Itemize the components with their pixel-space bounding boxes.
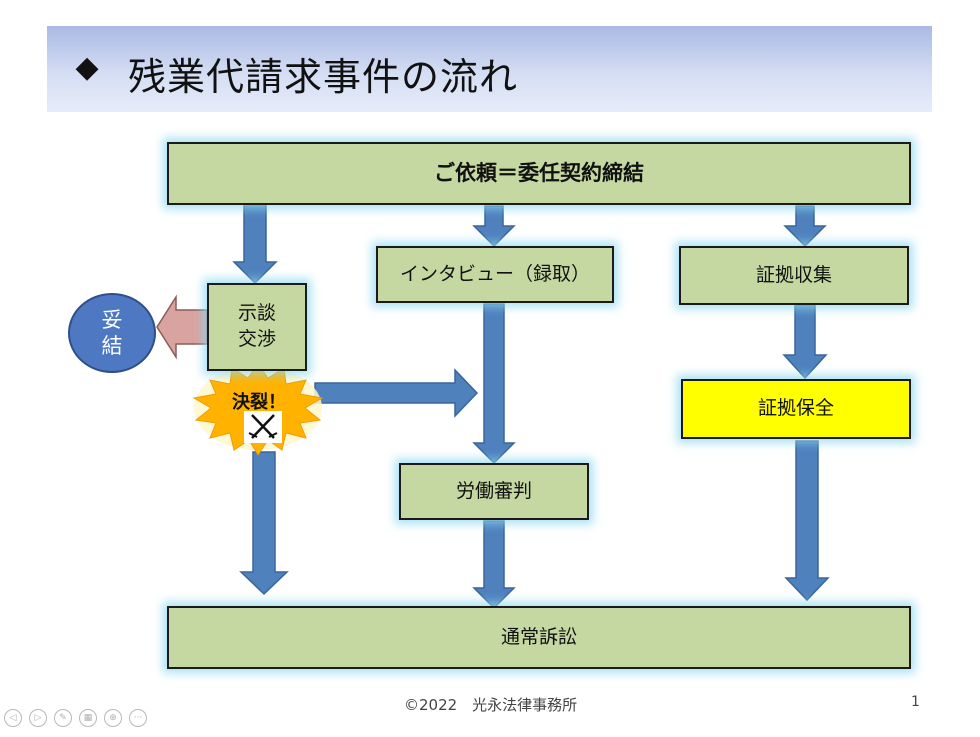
prev-slide-icon[interactable]: ◁ — [4, 709, 22, 727]
slide-nav-toolbar: ◁ ▷ ✎ ▦ ⊕ ··· — [4, 709, 147, 727]
footer-copyright: ©2022 光永法律事務所 — [404, 696, 578, 714]
contract-box: ご依頼＝委任契約締結 — [167, 142, 911, 205]
zoom-icon[interactable]: ⊕ — [104, 709, 122, 727]
arrow-negotiation-to-settlement — [156, 294, 208, 360]
next-slide-icon[interactable]: ▷ — [29, 709, 47, 727]
evidence-preservation-box: 証拠保全 — [681, 379, 911, 439]
arrow-interview-to-tribunal — [472, 303, 516, 465]
contract-label: ご依頼＝委任契約締結 — [434, 161, 644, 186]
lawsuit-box: 通常訴訟 — [167, 606, 911, 669]
interview-box: インタビュー（録取） — [376, 246, 614, 303]
labor-tribunal-box: 労働審判 — [399, 463, 589, 520]
negotiation-label: 示談 交渉 — [237, 302, 276, 350]
arrow-top-to-evidence — [783, 205, 827, 248]
evidence-preservation-label: 証拠保全 — [757, 397, 834, 420]
arrow-breakdown-to-lawsuit — [239, 451, 289, 596]
title-band — [47, 26, 932, 112]
slides-icon[interactable]: ▦ — [79, 709, 97, 727]
settlement-circle: 妥 結 — [68, 293, 156, 373]
arrow-top-to-interview — [472, 205, 516, 248]
arrow-breakdown-to-tribunal — [314, 368, 479, 418]
breakdown-label: 決裂！ — [232, 392, 286, 413]
more-options-icon[interactable]: ··· — [129, 709, 147, 727]
burst-icon — [192, 363, 324, 456]
pen-icon[interactable]: ✎ — [54, 709, 72, 727]
title-bullet-icon: ◆ — [75, 50, 99, 85]
arrow-top-to-negotiation — [232, 202, 278, 285]
arrow-evidence-to-preservation — [782, 304, 828, 380]
crossed-swords-icon — [244, 411, 282, 443]
evidence-collection-box: 証拠収集 — [679, 246, 909, 305]
evidence-collection-label: 証拠収集 — [755, 263, 832, 286]
interview-label: インタビュー（録取） — [399, 262, 590, 285]
lawsuit-label: 通常訴訟 — [500, 625, 577, 648]
arrow-preservation-to-lawsuit — [784, 440, 830, 602]
negotiation-box: 示談 交渉 — [207, 283, 307, 371]
page-title: 残業代請求事件の流れ — [128, 55, 519, 99]
page-number: 1 — [911, 694, 920, 710]
arrow-tribunal-to-lawsuit — [472, 520, 516, 610]
labor-tribunal-label: 労働審判 — [455, 479, 532, 502]
